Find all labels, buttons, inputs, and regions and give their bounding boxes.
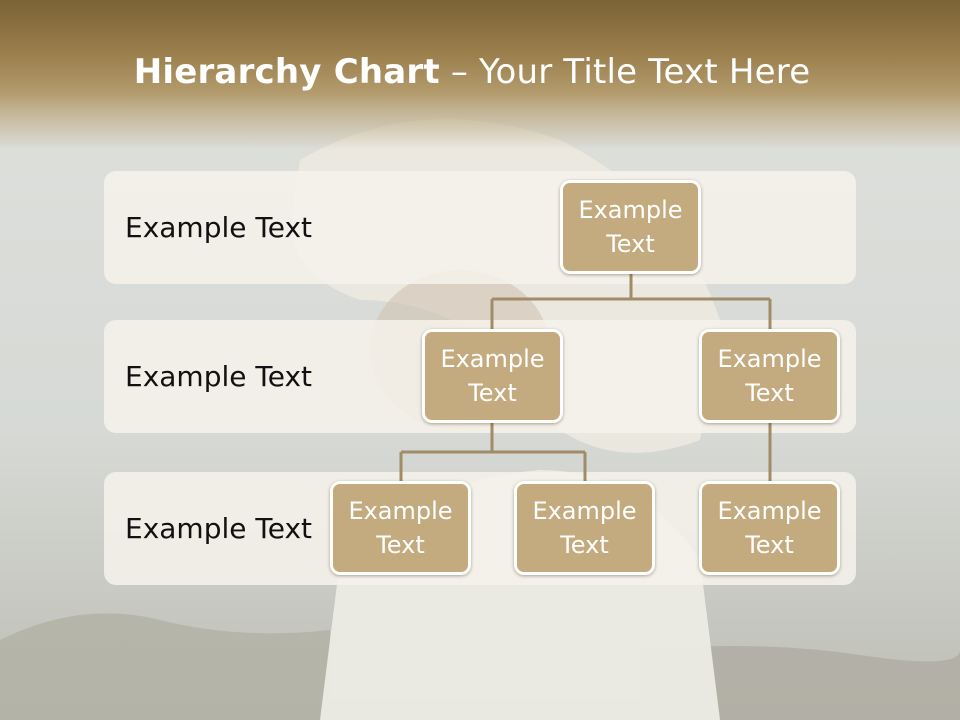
node-level3-right[interactable]: Example Text bbox=[699, 481, 840, 575]
node-level3-left[interactable]: Example Text bbox=[330, 481, 471, 575]
level-label-3: Example Text bbox=[125, 512, 313, 545]
node-level3-right-label: Example Text bbox=[717, 497, 822, 559]
node-root[interactable]: Example Text bbox=[560, 180, 701, 274]
level-label-2: Example Text bbox=[125, 360, 313, 393]
title-bold: Hierarchy Chart bbox=[133, 52, 440, 92]
node-level2-left-label: Example Text bbox=[440, 345, 545, 407]
level-label-1: Example Text bbox=[125, 211, 313, 244]
node-level2-right-label: Example Text bbox=[717, 345, 822, 407]
node-level3-middle-label: Example Text bbox=[532, 497, 637, 559]
title-subtitle: – Your Title Text Here bbox=[439, 52, 811, 92]
title-bar bbox=[0, 0, 960, 150]
page-title: Hierarchy Chart – Your Title Text Here bbox=[0, 52, 944, 92]
node-root-label: Example Text bbox=[578, 196, 683, 258]
node-level2-right[interactable]: Example Text bbox=[699, 329, 840, 423]
node-level2-left[interactable]: Example Text bbox=[422, 329, 563, 423]
level-band-1 bbox=[104, 171, 856, 284]
node-level3-left-label: Example Text bbox=[348, 497, 453, 559]
node-level3-middle[interactable]: Example Text bbox=[514, 481, 655, 575]
